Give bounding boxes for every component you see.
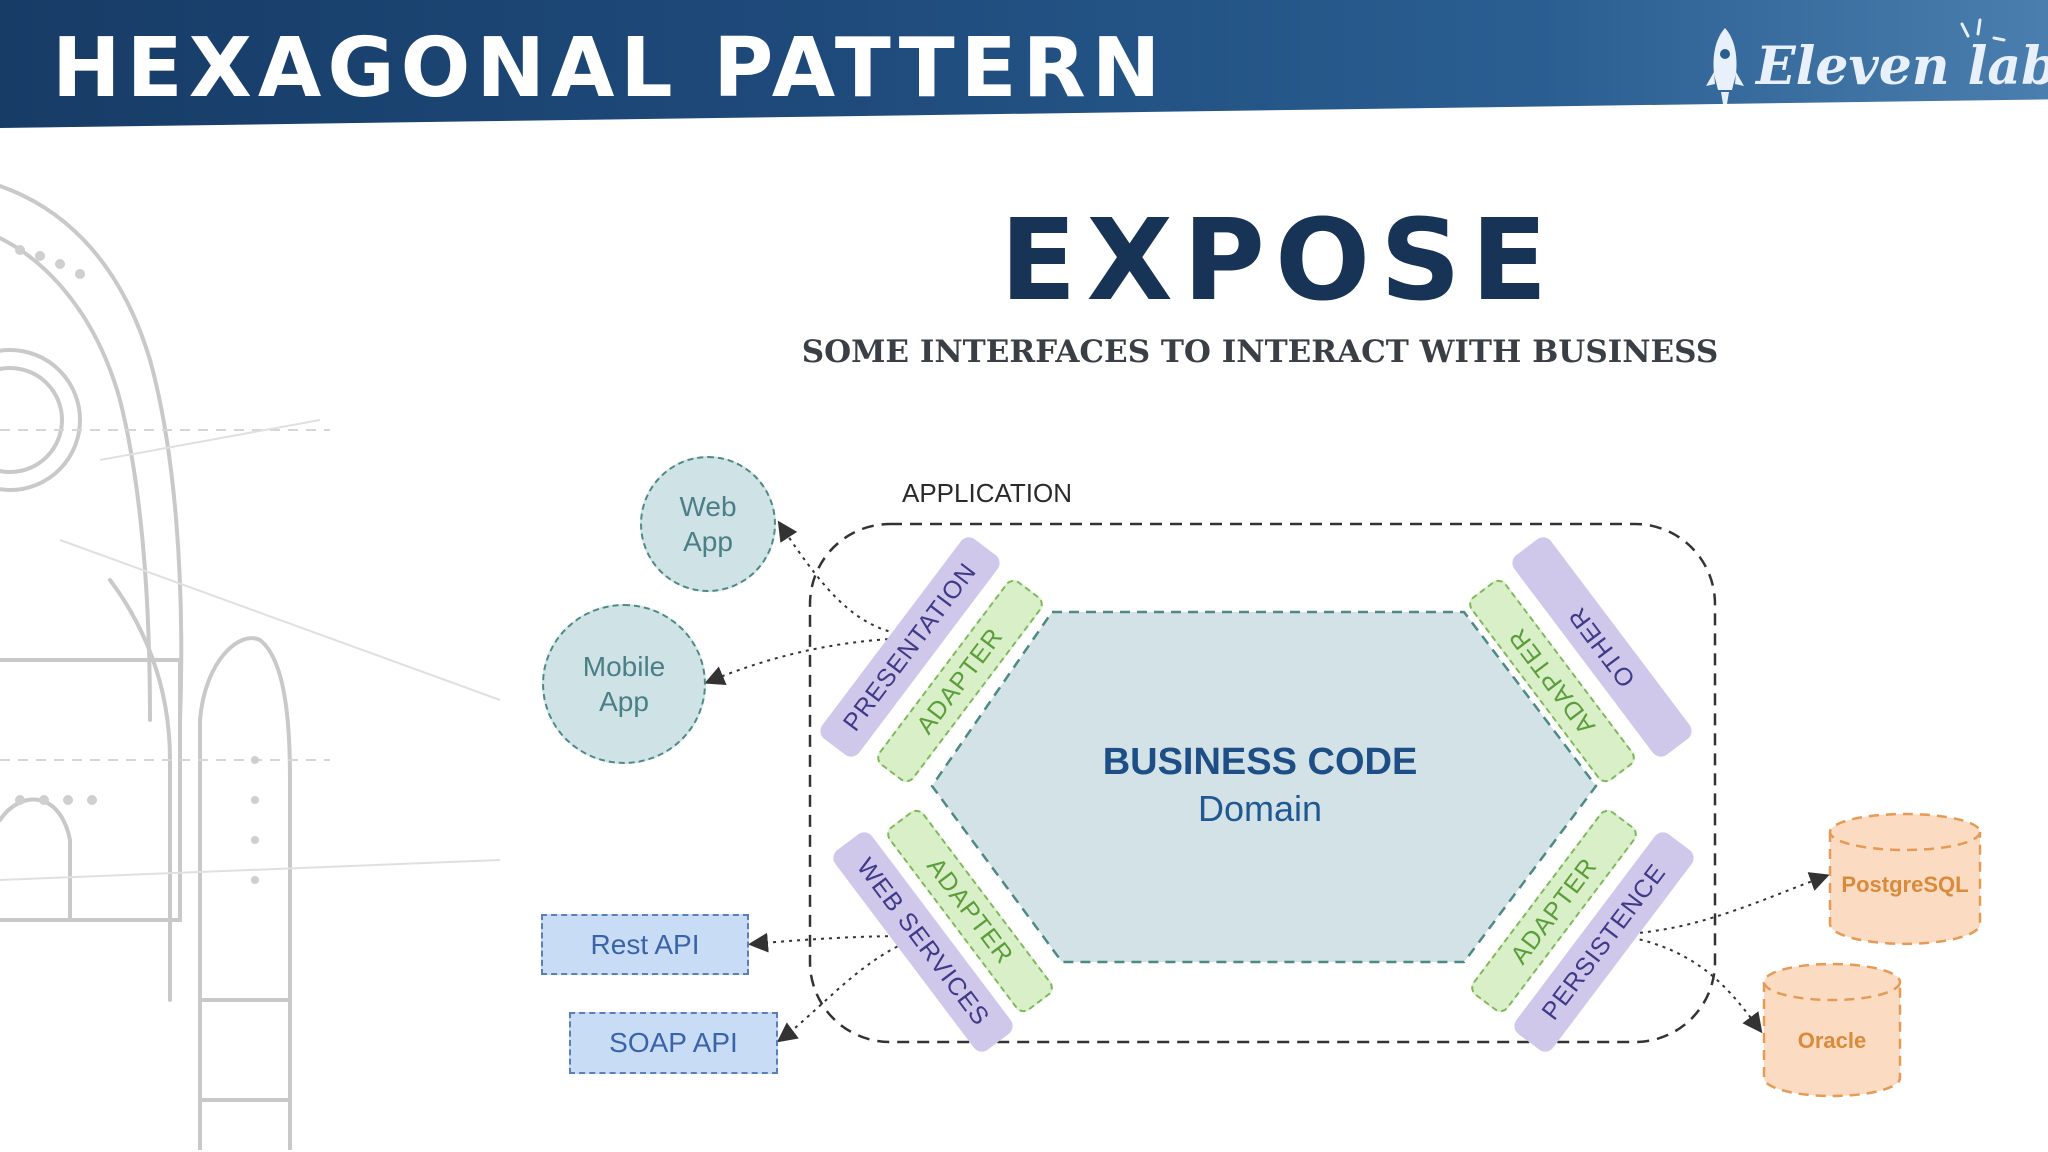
connector-persistence-oracle	[1623, 935, 1763, 1034]
header-title: HEXAGONAL PATTERN	[52, 21, 1167, 116]
web-app-label-line1: Web	[679, 491, 737, 522]
mobile-app-label-line2: App	[599, 686, 649, 717]
web-app-node: Web App	[640, 456, 776, 592]
connector-presentation-webapp	[777, 520, 913, 637]
application-label: APPLICATION	[902, 478, 1073, 508]
postgresql-label: PostgreSQL	[1841, 872, 1969, 897]
logo-sparkle	[1960, 18, 2006, 42]
elevenlabs-logo: Eleven labs	[1700, 18, 2048, 118]
connector-presentation-mobileapp	[704, 637, 913, 685]
rest-api-node: Rest API	[541, 914, 749, 975]
oracle-database	[1762, 962, 1902, 1098]
header-banner: HEXAGONAL PATTERN Eleven labs	[0, 0, 2048, 158]
connector-persistence-postgresql	[1623, 872, 1830, 935]
connector-webservices-soapapi	[776, 939, 913, 1043]
web-app-label-line2: App	[683, 526, 733, 557]
application-boundary	[808, 522, 1717, 1044]
rocket-icon	[1706, 28, 1744, 116]
connector-webservices-restapi	[748, 932, 913, 953]
postgresql-database	[1828, 812, 1982, 946]
mobile-app-label-line1: Mobile	[582, 651, 666, 682]
oracle-label: Oracle	[1797, 1028, 1867, 1053]
slide-title: EXPOSE	[1000, 196, 1558, 326]
soap-api-node: SOAP API	[569, 1012, 778, 1074]
business-code-title: BUSINESS CODE	[1102, 741, 1418, 783]
mobile-app-node: Mobile App	[542, 604, 706, 764]
rocket-sketch-illustration	[0, 183, 501, 1150]
business-code-subtitle: Domain	[1197, 787, 1323, 829]
slide-subtitle: SOME INTERFACES TO INTERACT WITH BUSINES…	[801, 334, 1719, 370]
logo-text: Eleven labs	[1756, 36, 2048, 97]
domain-hexagon	[930, 610, 1598, 964]
business-code-block: BUSINESS CODE Domain	[1060, 740, 1460, 832]
